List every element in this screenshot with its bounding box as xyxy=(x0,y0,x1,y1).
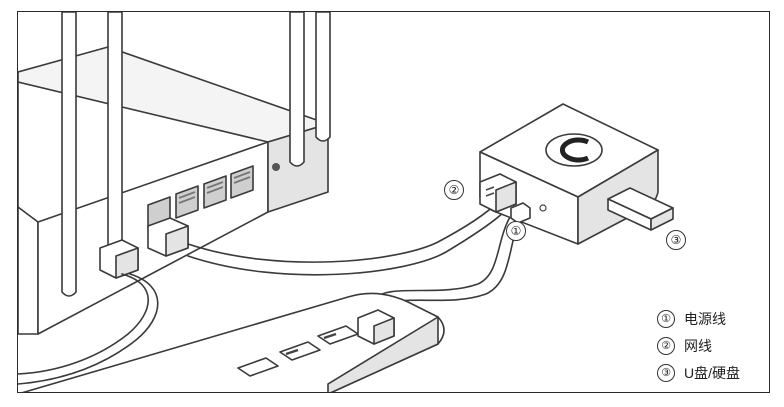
router-lan-plug xyxy=(147,217,189,257)
legend-label: 电源线 xyxy=(684,310,726,327)
legend-label: 网线 xyxy=(684,337,712,354)
legend-item-power-cable: ① 电源线 xyxy=(657,305,740,332)
callout-3: ③ xyxy=(666,230,686,250)
device-box xyxy=(479,103,674,245)
router-port-2 xyxy=(203,175,227,209)
legend-item-usb-drive: ③ U盘/硬盘 xyxy=(657,359,740,386)
router-port-1 xyxy=(230,165,254,199)
callout-1: ① xyxy=(506,221,526,241)
router-port-3 xyxy=(175,185,199,219)
router xyxy=(18,12,331,335)
device-logo xyxy=(545,133,603,167)
power-strip xyxy=(21,292,445,392)
legend-num: ③ xyxy=(657,363,675,382)
diagram-frame: ② ① ③ ① 电源线 ② 网线 ③ U盘/硬盘 xyxy=(17,11,770,393)
device-power-connector xyxy=(510,202,531,224)
legend-item-network-cable: ② 网线 xyxy=(657,332,740,359)
callout-2: ② xyxy=(444,180,464,200)
usb-stick xyxy=(607,187,674,231)
router-led xyxy=(272,163,280,171)
legend-num: ② xyxy=(657,336,675,355)
router-antennas xyxy=(61,12,331,297)
legend: ① 电源线 ② 网线 ③ U盘/硬盘 xyxy=(657,305,740,386)
device-network-plug xyxy=(479,173,517,213)
legend-num: ① xyxy=(657,309,675,328)
legend-label: U盘/硬盘 xyxy=(684,364,740,381)
connection-illustration xyxy=(18,12,674,392)
router-wan-plug xyxy=(99,239,139,279)
